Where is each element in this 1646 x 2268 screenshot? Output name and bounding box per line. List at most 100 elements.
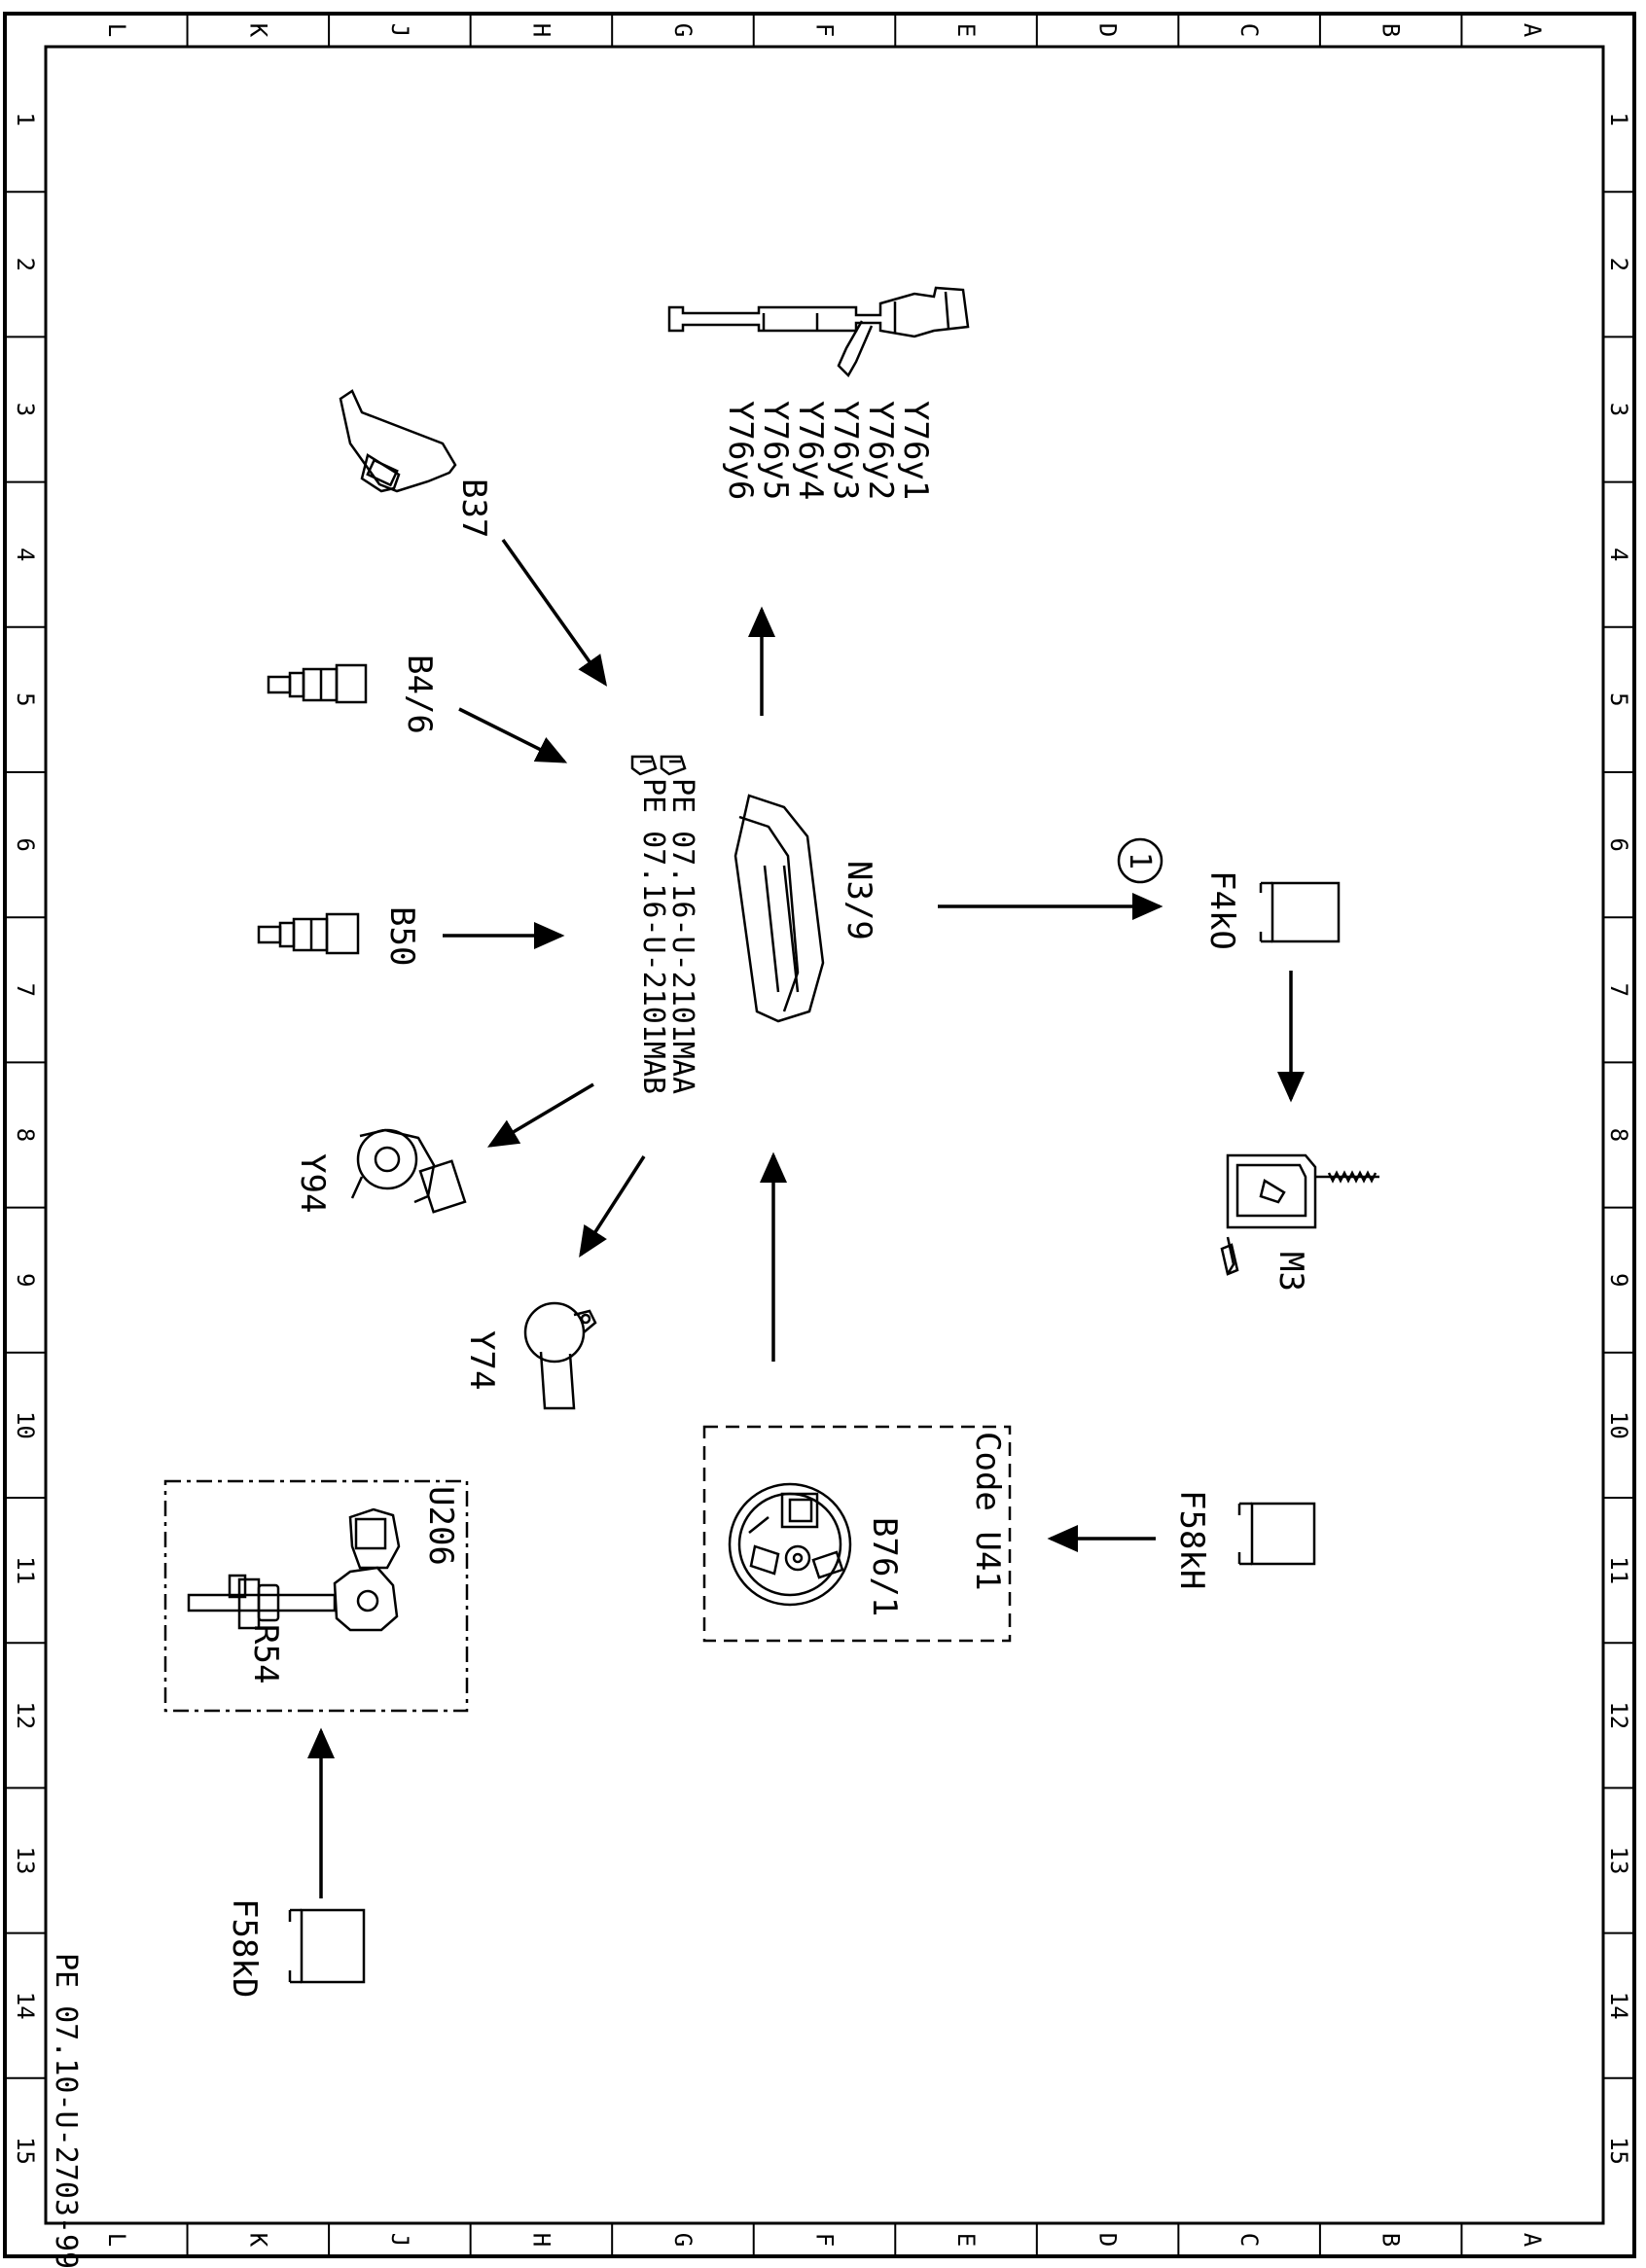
pressure-sensor-icon xyxy=(257,912,360,955)
grid-label: H xyxy=(527,23,555,37)
grid-label: C xyxy=(1235,23,1263,37)
note-number: 1 xyxy=(1123,852,1157,869)
fuse-icon xyxy=(1237,1502,1316,1566)
grid-label: D xyxy=(1094,2233,1122,2247)
grid-label: 4 xyxy=(1605,548,1632,561)
injector-label: Y76y4 xyxy=(791,401,830,500)
arrow-n39-to-y94 xyxy=(486,1082,594,1148)
grid-label: K xyxy=(244,2233,271,2248)
temperature-sensor-icon xyxy=(267,663,368,704)
code-option-box xyxy=(702,1425,1012,1643)
grid-label: E xyxy=(952,23,980,37)
grid-label: 15 xyxy=(1605,2137,1632,2165)
valve-y74-label: Y74 xyxy=(462,1330,501,1390)
grid-label: B xyxy=(1378,23,1405,37)
grid-label: 7 xyxy=(1605,983,1632,997)
grid-label: 4 xyxy=(12,548,39,561)
valve-y94-label: Y94 xyxy=(293,1153,332,1213)
fuel-filter-heater-icon xyxy=(187,1507,401,1632)
heater-r54-label: R54 xyxy=(246,1624,285,1683)
hand-pointer-icon xyxy=(660,755,687,776)
grid-label: 1 xyxy=(12,112,39,125)
grid-label: 14 xyxy=(1605,1992,1632,2020)
unit-u206-box xyxy=(163,1479,469,1713)
pressure-valve-y94-icon xyxy=(350,1128,467,1214)
control-unit-ref: PE 07.16-U-2101MAB xyxy=(636,778,670,1094)
inner-frame xyxy=(44,45,1605,2225)
document-reference: PE 07.10-U-2703-99DMAB xyxy=(49,1953,83,2268)
grid-label: 14 xyxy=(12,1992,39,2020)
grid-ticks xyxy=(5,14,1634,2256)
fuse-f58kd-label: F58kD xyxy=(225,1898,264,1998)
grid-label: 5 xyxy=(12,692,39,706)
grid-label: 9 xyxy=(1605,1273,1632,1287)
grid-label: 12 xyxy=(1605,1701,1632,1729)
grid-label: 6 xyxy=(1605,837,1632,851)
pressure-valve-y74-icon xyxy=(523,1301,597,1410)
injector-label: Y76y1 xyxy=(896,401,935,500)
fuse-icon xyxy=(1259,881,1341,943)
injector-label-group: Y76y1 Y76y2 Y76y3 Y76y4 Y76y5 Y76y6 xyxy=(721,401,935,500)
fuel-pump-motor-icon xyxy=(1220,1153,1379,1276)
grid-label: 10 xyxy=(12,1411,39,1439)
grid-label: G xyxy=(669,2233,697,2247)
note-circle xyxy=(1117,837,1163,884)
grid-label: 9 xyxy=(12,1273,39,1287)
grid-label: 13 xyxy=(12,1847,39,1875)
grid-label: L xyxy=(103,2233,130,2247)
fuse-label: F4kO xyxy=(1202,870,1241,950)
fuse-f58kh-label: F58kH xyxy=(1172,1490,1211,1589)
grid-label: G xyxy=(669,23,697,37)
grid-label: 8 xyxy=(1605,1128,1632,1142)
control-unit-icon xyxy=(734,794,825,1023)
grid-label: A xyxy=(1519,23,1546,38)
grid-label: H xyxy=(527,2233,555,2247)
code-option-label: Code U41 xyxy=(968,1432,1007,1591)
grid-label: 8 xyxy=(12,1128,39,1142)
grid-label: B xyxy=(1378,2233,1405,2247)
hand-pointer-icon xyxy=(630,755,658,776)
grid-label: 2 xyxy=(12,258,39,271)
injector-label: Y76y3 xyxy=(826,401,865,500)
temperature-sensor-label: B4/6 xyxy=(400,655,439,734)
motor-label: M3 xyxy=(1271,1252,1310,1292)
control-unit-ref: PE 07.16-U-2101MAA xyxy=(665,778,699,1094)
grid-label: 1 xyxy=(1605,112,1632,125)
grid-label: 11 xyxy=(1605,1556,1632,1584)
injector-label: Y76y6 xyxy=(721,401,760,500)
grid-label: 15 xyxy=(12,2137,39,2165)
outer-frame xyxy=(3,12,1636,2258)
grid-label: A xyxy=(1519,2233,1546,2248)
grid-label: 2 xyxy=(1605,258,1632,271)
grid-label: 11 xyxy=(12,1556,39,1584)
grid-label: 5 xyxy=(1605,692,1632,706)
arrow-b46-to-n39 xyxy=(458,707,568,763)
grid-label: E xyxy=(952,2233,980,2247)
arrow-n39-to-y74 xyxy=(579,1155,646,1258)
grid-label: 13 xyxy=(1605,1847,1632,1875)
grid-label: D xyxy=(1094,23,1122,37)
grid-label: L xyxy=(103,23,130,37)
grid-label: J xyxy=(386,2233,413,2247)
grid-label: C xyxy=(1235,2233,1263,2247)
unit-u206-label: U206 xyxy=(421,1486,460,1566)
grid-label: K xyxy=(244,23,271,38)
control-unit-label: N3/9 xyxy=(840,861,878,940)
pedal-sensor-icon xyxy=(339,389,457,493)
injector-icon xyxy=(667,286,970,378)
pedal-sensor-label: B37 xyxy=(454,478,493,538)
grid-label: F xyxy=(811,2233,839,2247)
grid-label: 12 xyxy=(12,1701,39,1729)
grid-label: F xyxy=(811,23,839,37)
fuse-icon xyxy=(288,1908,366,1984)
fuel-level-sensor-icon xyxy=(728,1482,852,1607)
grid-label: 3 xyxy=(1605,403,1632,416)
grid-label: 3 xyxy=(12,403,39,416)
grid-label: 10 xyxy=(1605,1411,1632,1439)
injector-label: Y76y5 xyxy=(756,401,795,500)
injector-label: Y76y2 xyxy=(861,401,900,500)
arrow-b37-to-n39 xyxy=(501,538,608,687)
grid-label: 6 xyxy=(12,837,39,851)
